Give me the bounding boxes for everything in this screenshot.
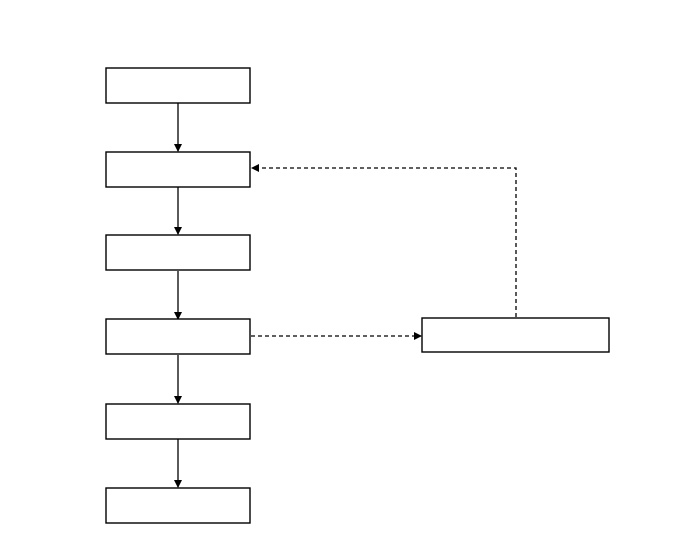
edge-side-box-to-step-2: [251, 164, 517, 317]
flow-box-side[interactable]: [421, 317, 610, 353]
flow-box-step-5[interactable]: [105, 403, 251, 440]
flow-box-step-3[interactable]: [105, 234, 251, 271]
flow-box-step-6[interactable]: [105, 487, 251, 524]
flow-box-step-1[interactable]: [105, 67, 251, 104]
flow-box-step-4[interactable]: [105, 318, 251, 355]
edges: [174, 103, 517, 488]
flow-box-step-2[interactable]: [105, 151, 251, 188]
